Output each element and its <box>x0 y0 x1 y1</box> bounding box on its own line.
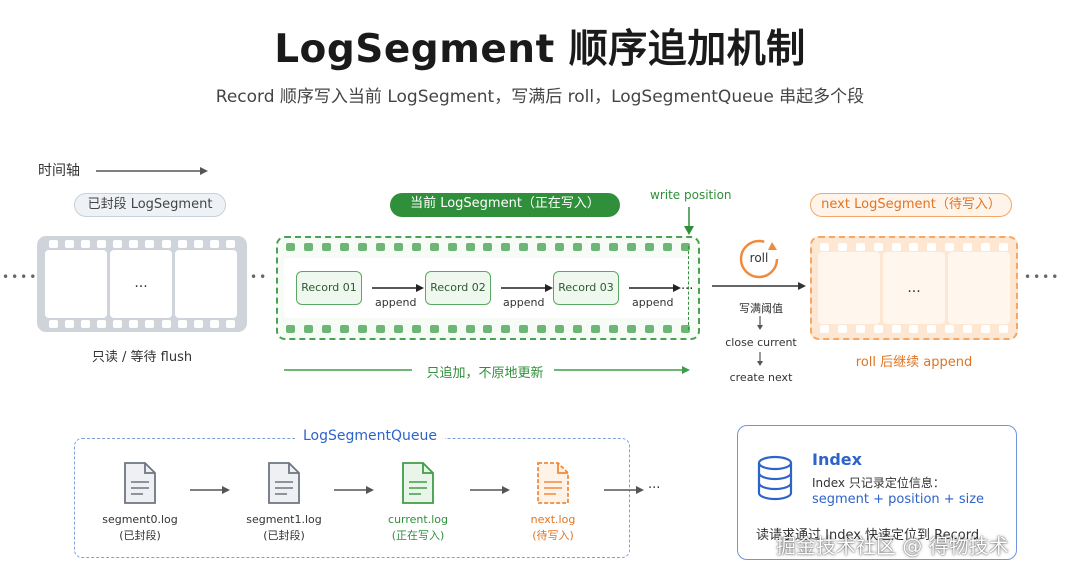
roll-step-close: close current <box>725 336 797 349</box>
current-ellipsis: ... <box>681 278 694 293</box>
timeline-label: 时间轴 <box>38 163 80 179</box>
right-dots: •••• <box>1024 270 1061 284</box>
page-subtitle: Record 顺序写入当前 LogSegment，写满后 roll，LogSeg… <box>215 87 865 107</box>
write-position-arrow <box>684 207 694 235</box>
page-title: LogSegment 顺序追加机制 <box>274 27 806 72</box>
current-state: (正在写入) <box>391 529 445 542</box>
queue-arrow-3 <box>470 486 510 494</box>
roll-step-threshold: 写满阈值 <box>739 302 783 315</box>
roll-label: roll <box>749 251 769 265</box>
next-name: next.log <box>530 513 576 526</box>
write-position-line <box>688 246 689 330</box>
queue-arrow-1 <box>190 486 230 494</box>
mid-dots: •• <box>250 270 269 284</box>
sealed-frame-ellipsis: ... <box>110 250 172 318</box>
sealed-segment-label: 已封段 LogSegment <box>74 193 226 217</box>
timeline-arrow <box>96 167 208 175</box>
roll-step-arrow-2 <box>757 352 763 366</box>
roll-step-arrow-1 <box>757 316 763 330</box>
record-03: Record 03 <box>553 271 619 305</box>
index-note: 读请求通过 Index 快速定位到 Record <box>756 528 980 543</box>
next-file-icon <box>537 462 569 504</box>
next-caption: roll 后继续 append <box>855 355 973 370</box>
database-icon <box>757 455 793 501</box>
record-02: Record 02 <box>425 271 491 305</box>
append-arrow-2 <box>501 284 553 292</box>
append-label-1: append <box>375 296 417 309</box>
queue-more: ··· <box>648 481 661 496</box>
queue-arrow-4 <box>604 486 644 494</box>
append-only-label: 只追加，不原地更新 <box>426 366 544 381</box>
segment0-state: (已封段) <box>119 529 161 542</box>
roll-arrow <box>712 282 806 290</box>
current-segment-label: 当前 LogSegment（正在写入） <box>390 193 620 217</box>
roll-step-create: create next <box>729 371 793 384</box>
sealed-caption: 只读 / 等待 flush <box>91 350 193 365</box>
segment0-file-icon <box>124 462 156 504</box>
sealed-segment-film: ... <box>37 236 247 332</box>
left-dots: •••• <box>2 270 39 284</box>
segment0-name: segment0.log <box>102 513 178 526</box>
roll-icon <box>739 239 779 279</box>
index-formula: segment + position + size <box>812 492 985 507</box>
append-label-2: append <box>503 296 545 309</box>
append-label-3: append <box>632 296 674 309</box>
current-file-icon <box>402 462 434 504</box>
append-arrow-1 <box>372 284 424 292</box>
next-segment-film: ... <box>810 236 1018 340</box>
queue-title: LogSegmentQueue <box>295 428 445 444</box>
write-position-label: write position <box>650 188 732 202</box>
next-frame-ellipsis: ... <box>883 252 945 324</box>
queue-arrow-2 <box>334 486 374 494</box>
next-segment-label: next LogSegment（待写入） <box>810 193 1012 217</box>
append-arrow-3 <box>629 284 681 292</box>
record-01: Record 01 <box>296 271 362 305</box>
index-box <box>737 425 1017 560</box>
segment1-name: segment1.log <box>246 513 322 526</box>
current-name: current.log <box>388 513 448 526</box>
watermark: 掘金技术社区 @ 得物技术 <box>776 534 1009 558</box>
next-state: (待写入) <box>532 529 574 542</box>
segment1-file-icon <box>268 462 300 504</box>
index-desc: Index 只记录定位信息： <box>812 476 945 490</box>
append-only-arrow <box>284 366 690 374</box>
segment1-state: (已封段) <box>263 529 305 542</box>
index-title: Index <box>812 450 862 469</box>
